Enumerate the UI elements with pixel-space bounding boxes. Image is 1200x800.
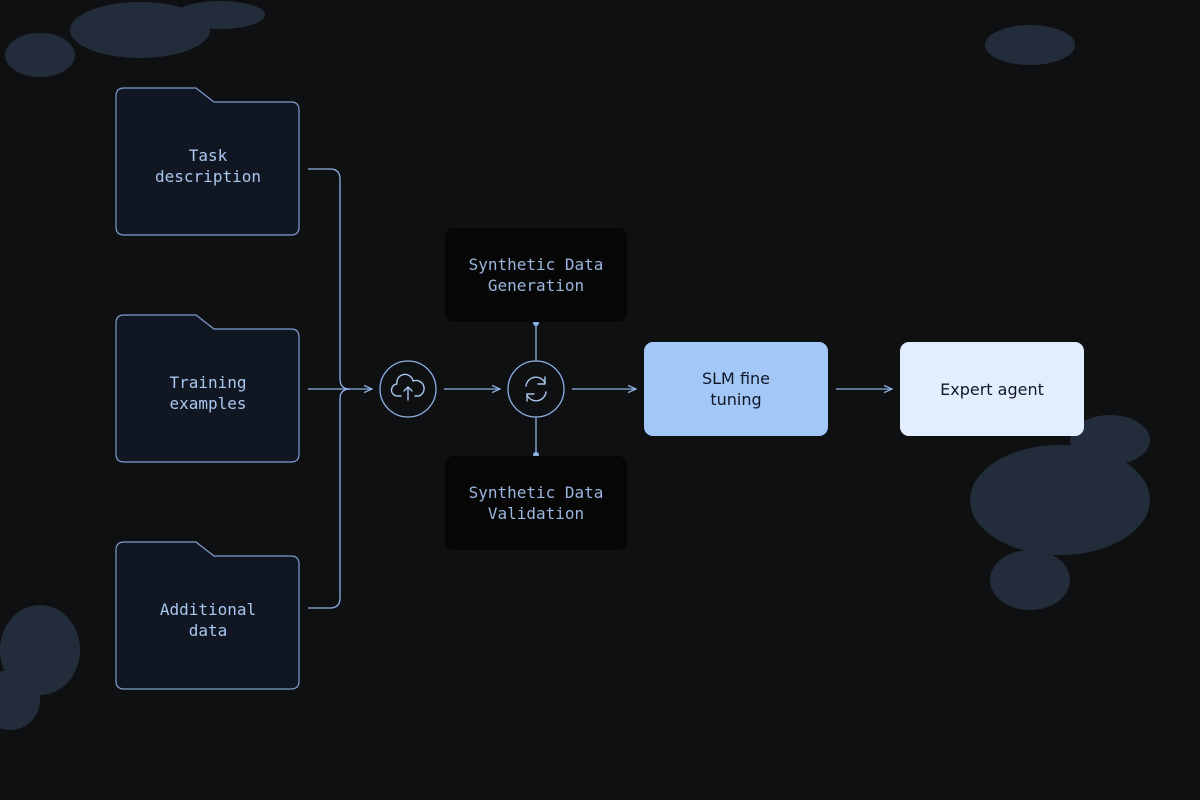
connector-task: [308, 168, 351, 390]
synthetic-validation-box: [445, 456, 627, 550]
cloud-upload-icon: [390, 373, 425, 401]
folder-additional-data: [115, 541, 300, 690]
refresh-icon: [525, 376, 547, 402]
fine-tuning-box: [644, 342, 828, 436]
folder-task-description: [115, 87, 300, 236]
synthetic-generation-box: [445, 228, 627, 322]
expert-agent-box: [900, 342, 1084, 436]
cycle-node: [507, 360, 565, 418]
connector-additional: [308, 388, 351, 609]
folder-training-examples: [115, 314, 300, 463]
